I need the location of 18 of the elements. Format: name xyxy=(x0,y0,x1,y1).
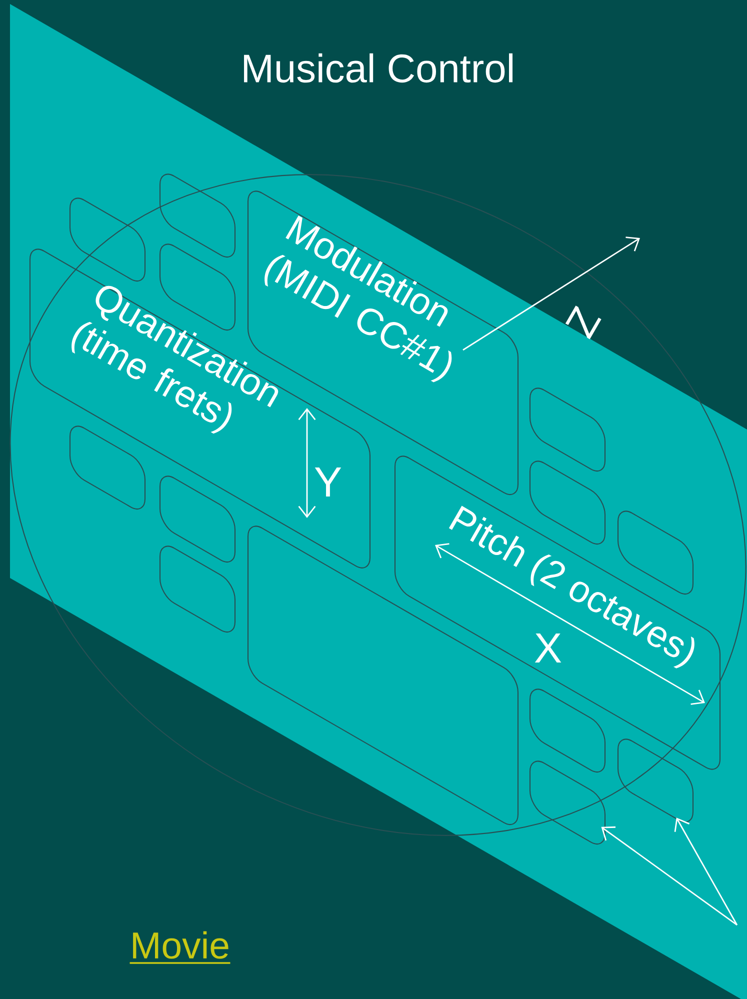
pad xyxy=(529,688,606,772)
pad xyxy=(159,476,236,562)
pad xyxy=(529,760,606,844)
ellipse-outline xyxy=(10,174,746,836)
pad xyxy=(617,738,694,822)
pad xyxy=(69,198,146,282)
pad xyxy=(159,546,236,632)
pad xyxy=(529,388,606,472)
axis-label: X xyxy=(534,634,562,662)
pad xyxy=(159,174,236,258)
axis-label: Z xyxy=(565,306,602,340)
pad xyxy=(529,460,606,544)
link: Movie xyxy=(130,931,230,964)
pad xyxy=(69,426,146,510)
axis-label: Y xyxy=(314,468,342,496)
arrow xyxy=(674,818,738,926)
arrow xyxy=(601,826,738,926)
title: Musical Control xyxy=(244,53,512,83)
